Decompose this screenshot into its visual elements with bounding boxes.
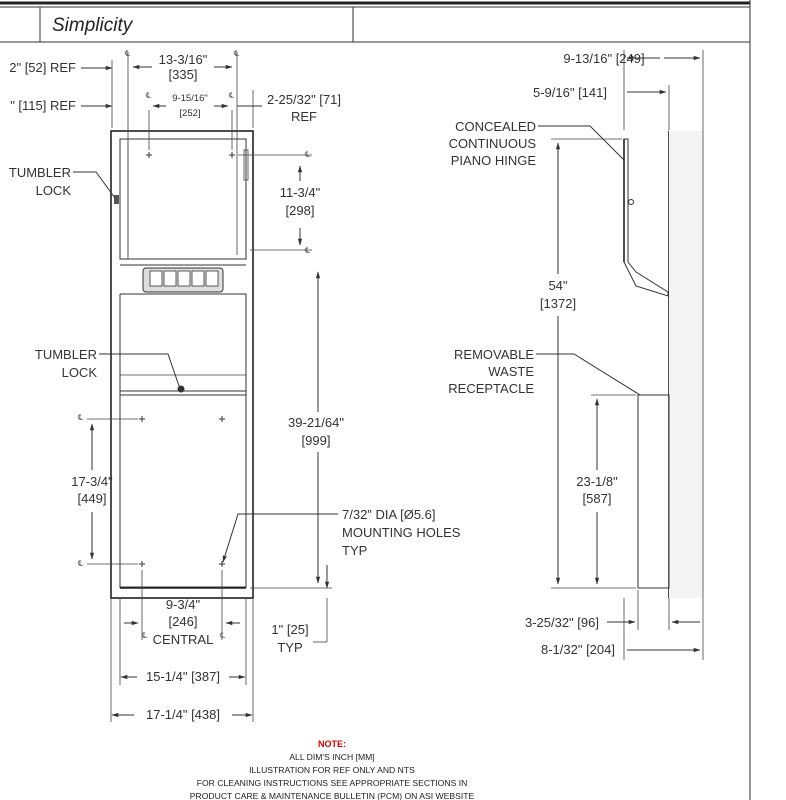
dim-1372-mm: [1372] [540, 296, 576, 311]
note-line-2: ILLUSTRATION FOR REF ONLY AND NTS [249, 765, 415, 775]
callout-tumbler-1b: LOCK [36, 183, 72, 198]
dim-587-mm: [587] [583, 491, 612, 506]
dim-25-in: 1" [25] [271, 622, 308, 637]
callout-holes-b: MOUNTING HOLES [342, 525, 461, 540]
dim-ref-52: 2" [52] REF [9, 60, 76, 75]
dim-387: 15-1/4" [387] [146, 669, 220, 684]
callout-waste-b: WASTE [488, 364, 534, 379]
cl-symbol-8: ℄ [78, 559, 84, 568]
cl-symbol-9: ℄ [142, 631, 148, 640]
callout-tumbler-2b: LOCK [62, 365, 98, 380]
dim-298-mm: [298] [286, 203, 315, 218]
series-label: Simplicity [52, 15, 134, 36]
note-line-3: FOR CLEANING INSTRUCTIONS SEE APPROPRIAT… [197, 778, 468, 788]
notes-block: NOTE: ALL DIM'S INCH [MM] ILLUSTRATION F… [190, 739, 475, 800]
dim-ref-115: " [115] REF [10, 98, 76, 113]
front-view: ℄ ℄ ℄ ℄ ℄ ℄ ℄ ℄ ℄ ℄ 2" [52] REF " [115] … [9, 49, 461, 722]
dim-204: 8-1/32" [204] [541, 642, 615, 657]
cl-symbol-7: ℄ [78, 413, 84, 422]
mounting-holes [139, 152, 235, 567]
callout-holes-c: TYP [342, 543, 367, 558]
callout-waste-c: RECEPTACLE [448, 381, 534, 396]
callout-waste-a: REMOVABLE [454, 347, 534, 362]
callout-tumbler-1a: TUMBLER [9, 165, 71, 180]
title-block: Simplicity [0, 0, 751, 800]
dim-141: 5-9/16" [141] [533, 85, 607, 100]
dim-449-mm: [449] [78, 491, 107, 506]
dim-1372-in: 54" [548, 278, 567, 293]
cl-symbol-2: ℄ [234, 49, 240, 58]
dim-999-mm: [999] [302, 433, 331, 448]
front-flange [110, 130, 254, 599]
dim-249: 9-13/16" [249] [563, 51, 644, 66]
side-view: 9-13/16" [249] 5-9/16" [141] 54" [1372] … [448, 50, 704, 660]
cl-symbol-6: ℄ [305, 246, 311, 255]
dim-999-in: 39-21/64" [288, 415, 344, 430]
cl-symbol-10: ℄ [220, 631, 226, 640]
dim-246-in: 9-3/4" [166, 597, 201, 612]
tumbler-lock-lower [177, 385, 185, 393]
callout-hinge-c: PIANO HINGE [451, 153, 537, 168]
waste-door [119, 394, 247, 588]
dim-252-in: 9-15/16" [172, 93, 208, 104]
cl-symbol-5: ℄ [305, 150, 311, 159]
dim-71-in: 2-25/32" [71] [267, 92, 341, 107]
dim-96: 3-25/32" [96] [525, 615, 599, 630]
dim-246-note: CENTRAL [153, 632, 214, 647]
dim-252-mm: [252] [179, 108, 200, 119]
note-line-1: ALL DIM'S INCH [MM] [289, 752, 374, 762]
dim-438: 17-1/4" [438] [146, 707, 220, 722]
dim-25-note: TYP [277, 640, 302, 655]
dim-246-mm: [246] [169, 614, 198, 629]
dim-587-in: 23-1/8" [576, 474, 618, 489]
callout-hinge-b: CONTINUOUS [449, 136, 537, 151]
dim-449-in: 17-3/4" [71, 474, 113, 489]
dim-71-ref: REF [291, 109, 317, 124]
dim-335-in: 13-3/16" [159, 52, 208, 67]
dispenser-profile [623, 138, 669, 297]
upper-cabinet [119, 138, 247, 260]
cl-symbol-4: ℄ [229, 91, 235, 100]
callout-tumbler-2a: TUMBLER [35, 347, 97, 362]
dim-298-in: 11-3/4" [280, 185, 321, 200]
cl-symbol-3: ℄ [146, 91, 152, 100]
note-line-4: PRODUCT CARE & MAINTENANCE BULLETIN (PCM… [190, 791, 475, 800]
waste-receptacle-profile [637, 394, 670, 589]
cl-symbol-1: ℄ [125, 49, 131, 58]
callout-holes-a: 7/32" DIA [Ø5.6] [342, 507, 436, 522]
note-heading: NOTE: [318, 739, 346, 749]
tumbler-lock-upper [114, 195, 119, 204]
dim-335-mm: [335] [169, 67, 198, 82]
callout-hinge-a: CONCEALED [455, 119, 536, 134]
